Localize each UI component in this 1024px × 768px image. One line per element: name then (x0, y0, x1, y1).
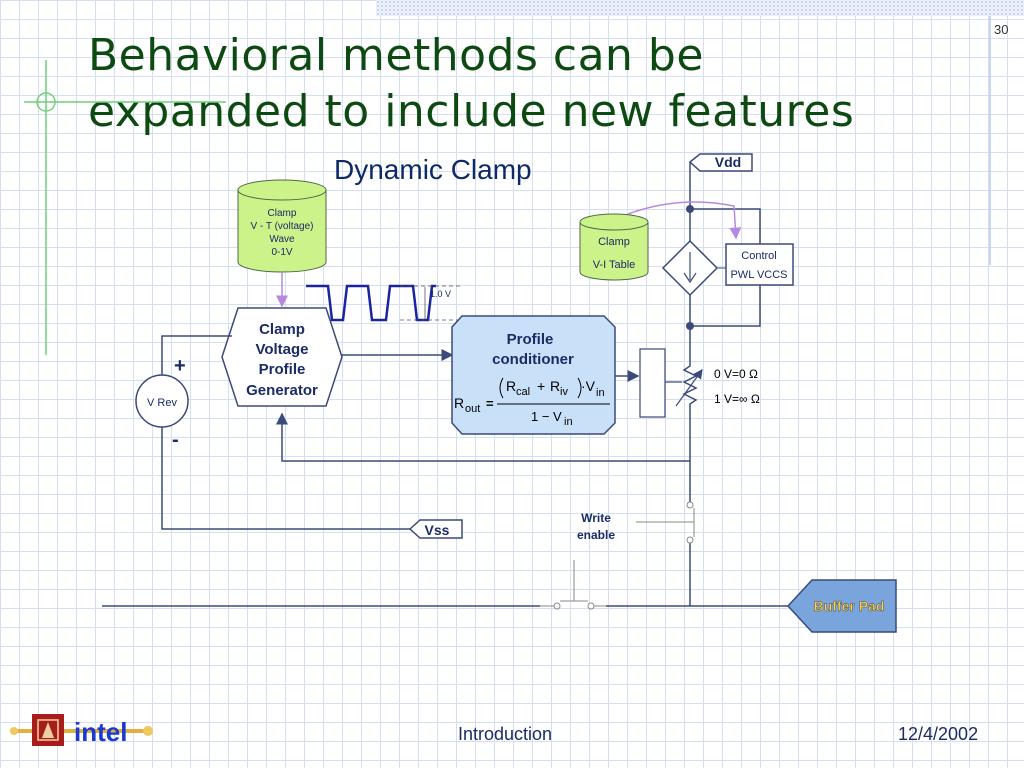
variable-resistor (675, 362, 703, 410)
slide-title-line-1: Behavioral methods can be (88, 30, 704, 81)
rout-formula: R out = R cal + R iv ·V in 1 − V in (454, 377, 610, 428)
slide-title-line-2: expanded to include new features (88, 86, 855, 137)
formula-vin-sub: in (596, 387, 605, 399)
clamp-vi-database: Clamp V-I Table (579, 213, 649, 281)
clamp-vt-line-2: V - T (voltage) (251, 221, 314, 232)
control-line-1: Control (741, 250, 776, 262)
v-rev-label: V Rev (147, 397, 177, 409)
resistor-note-1: 0 V=0 Ω (714, 367, 758, 381)
resistor-note-2: 1 V=∞ Ω (714, 392, 760, 406)
slide-title: Behavioral methods can be expanded to in… (88, 28, 948, 140)
vccs-top-wire (690, 208, 761, 244)
vccs-bottom-wire (690, 285, 761, 327)
waveform-amplitude-label: 1.0 V (430, 289, 451, 299)
clamp-vi-line-2: V-I Table (593, 259, 636, 271)
vrev-to-vss-wire (161, 427, 410, 530)
clamp-vt-line-4: 0-1V (271, 247, 292, 258)
vdd-tag: Vdd (688, 153, 753, 172)
control-block (639, 348, 666, 418)
v-rev-plus: + (174, 355, 186, 377)
clamp-vi-line-1: Clamp (598, 236, 630, 248)
conditioner-line-2: conditioner (492, 351, 574, 368)
vss-tag: Vss (408, 519, 463, 539)
intel-logo-text: intel (74, 717, 127, 747)
intel-logo: intel (64, 717, 153, 747)
formula-denominator: 1 − V (531, 409, 562, 424)
square-waveform: 1.0 V (306, 284, 462, 322)
slide-top-band (376, 0, 1024, 16)
dependent-current-source (661, 239, 719, 297)
bus-switch (540, 560, 606, 610)
control-pwl-vccs-box: Control PWL VCCS (725, 243, 794, 286)
formula-plus: + (537, 378, 545, 394)
clamp-vt-database: Clamp V - T (voltage) Wave 0-1V (237, 179, 327, 273)
generator-line-3: Profile (259, 361, 306, 378)
conditioner-line-1: Profile (507, 331, 554, 348)
buffer-pad: Buffer Pad (786, 579, 897, 633)
decorative-crosshair (24, 60, 226, 355)
slide-subtitle: Dynamic Clamp (334, 154, 532, 185)
v-rev-source: V Rev + - (135, 355, 189, 451)
profile-conditioner: Profile conditioner R out = R cal + R iv… (451, 315, 616, 435)
footer-date: 12/4/2002 (898, 724, 979, 744)
write-enable-line-2: enable (577, 528, 615, 542)
write-enable-line-1: Write (581, 511, 611, 525)
write-enable-switch: Write enable (577, 501, 695, 544)
formula-riv-sub: iv (560, 386, 568, 398)
feedback-wire (276, 412, 690, 462)
generator-line-4: Generator (246, 382, 318, 399)
clamp-voltage-profile-generator: Clamp Voltage Profile Generator (221, 307, 343, 407)
formula-denominator-sub: in (564, 416, 573, 428)
page-number: 30 (994, 22, 1009, 37)
vrev-to-generator-wire (161, 335, 232, 375)
clamp-vt-line-3: Wave (269, 234, 295, 245)
formula-rcal-sub: cal (516, 386, 530, 398)
footer-section-name: Introduction (458, 724, 553, 744)
v-rev-minus: - (172, 429, 179, 451)
formula-riv: R (550, 378, 560, 394)
formula-rcal: R (506, 378, 516, 394)
buffer-pad-label: Buffer Pad (814, 598, 885, 614)
generator-line-2: Voltage (255, 341, 308, 358)
university-logo (10, 714, 64, 746)
vdd-label: Vdd (715, 154, 741, 170)
clamp-vt-line-1: Clamp (268, 208, 297, 219)
vi-table-to-control-arrow (627, 201, 742, 240)
control-line-2: PWL VCCS (730, 269, 787, 281)
formula-rout: R (454, 395, 464, 411)
formula-rout-sub: out (465, 403, 480, 415)
formula-equals: = (486, 396, 494, 411)
vss-label: Vss (425, 522, 450, 538)
generator-line-1: Clamp (259, 321, 305, 338)
formula-dot-v: ·V (581, 378, 596, 394)
